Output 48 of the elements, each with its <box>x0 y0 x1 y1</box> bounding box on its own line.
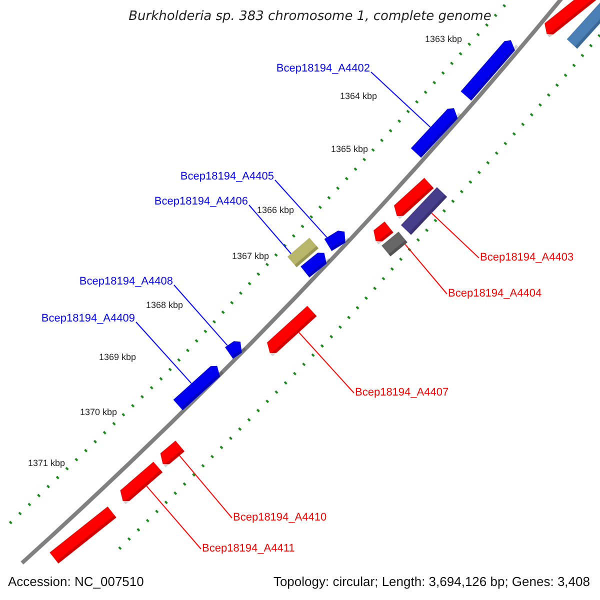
gene-block <box>400 187 448 235</box>
tick-label: 1368 kbp <box>146 300 184 311</box>
gene-block <box>173 366 224 410</box>
gene-label: Bcep18194_A4402 <box>276 62 370 76</box>
leader-line <box>248 204 292 254</box>
gene-block <box>287 238 319 268</box>
accession-text: Accession: NC_007510 <box>6 574 146 590</box>
gene-label: Bcep18194_A4409 <box>41 312 135 326</box>
gene-block <box>160 440 184 468</box>
gene-label: Bcep18194_A4406 <box>154 196 248 208</box>
gene-block <box>120 462 163 504</box>
tick-label: 1364 kbp <box>340 91 378 102</box>
gene-label: Bcep18194_A4405 <box>180 170 274 184</box>
gene-block <box>410 108 462 158</box>
gene-block <box>225 341 246 359</box>
tick-label: 1365 kbp <box>331 144 368 155</box>
tick-label: 1370 kbp <box>80 407 118 418</box>
gene-block <box>324 230 350 251</box>
diagram-title: Burkholderia sp. 383 chromosome 1, complete genome <box>128 9 492 24</box>
gene-label: Bcep18194_A4408 <box>79 276 173 288</box>
leader-line <box>370 72 431 128</box>
gene-label: Bcep18194_A4403 <box>480 252 574 264</box>
gene-label: Bcep18194_A4411 <box>202 542 295 556</box>
leader-line <box>178 455 232 518</box>
gene-label: Bcep18194_A4410 <box>233 512 327 524</box>
leader-line <box>298 332 354 394</box>
leader-line <box>174 284 228 346</box>
tick-label: 1367 kbp <box>232 251 270 262</box>
gene-block <box>566 0 600 49</box>
gene-block <box>300 252 330 278</box>
tick-label: 1363 kbp <box>425 34 462 45</box>
gene-label: Bcep18194_A4407 <box>355 386 449 400</box>
tick-label: 1371 kbp <box>28 458 66 469</box>
gene-block <box>267 306 317 356</box>
leader-line <box>274 180 328 238</box>
gene-block <box>50 506 116 564</box>
tick-label: 1366 kbp <box>257 205 294 216</box>
gene-block <box>460 40 518 101</box>
leader-line <box>431 212 480 258</box>
genome-stats-text: Topology: circular; Length: 3,694,126 bp; Genes: 3,408 <box>271 574 592 590</box>
leader-line <box>404 244 448 294</box>
tick-label: 1369 kbp <box>99 352 136 363</box>
gene-block <box>394 178 434 220</box>
leader-line <box>146 486 202 550</box>
gene-block <box>382 232 408 256</box>
leader-line <box>136 322 192 384</box>
gene-block <box>374 222 394 244</box>
gene-label: Bcep18194_A4404 <box>448 288 542 300</box>
